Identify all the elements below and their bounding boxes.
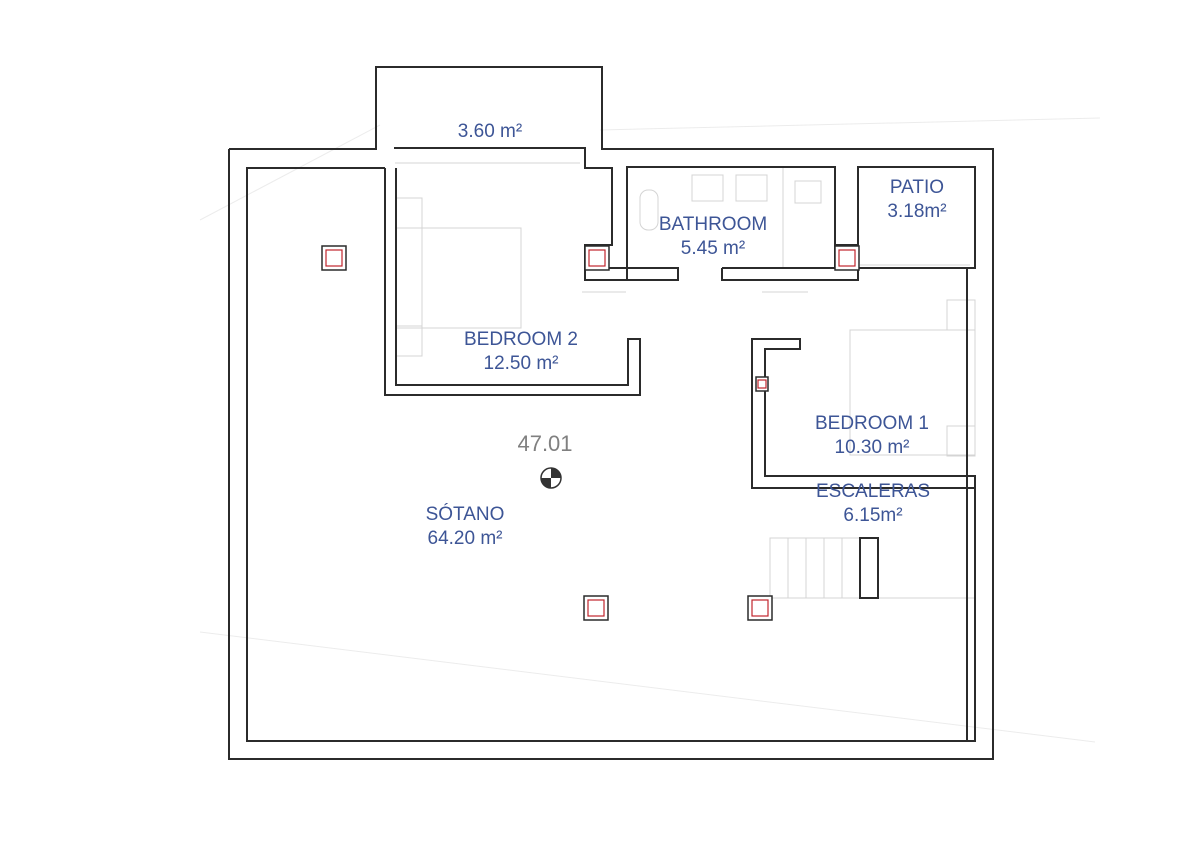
room-escaleras: ESCALERAS 6.15m² bbox=[816, 480, 930, 528]
room-area: 5.45 m² bbox=[680, 238, 746, 259]
furniture bbox=[395, 162, 976, 599]
room-area-terrace: 3.60 m² bbox=[457, 121, 523, 142]
column bbox=[321, 245, 347, 271]
column bbox=[755, 376, 769, 392]
room-name: ESCALERAS bbox=[815, 481, 931, 502]
room-name: SÓTANO bbox=[425, 504, 505, 525]
room-name: BEDROOM 1 bbox=[814, 413, 930, 434]
room-name: BEDROOM 2 bbox=[463, 329, 579, 350]
room-patio: PATIO 3.18m² bbox=[887, 176, 946, 224]
room-area: 64.20 m² bbox=[427, 528, 503, 549]
room-area: 10.30 m² bbox=[834, 437, 910, 458]
level-marker-icon bbox=[540, 467, 562, 489]
column bbox=[583, 595, 609, 621]
room-bedroom-1: BEDROOM 1 10.30 m² bbox=[815, 412, 929, 460]
room-bathroom: BATHROOM 5.45 m² bbox=[659, 213, 767, 261]
columns bbox=[321, 245, 860, 621]
column bbox=[584, 245, 610, 271]
column bbox=[834, 245, 860, 271]
room-area: 3.18m² bbox=[887, 201, 947, 222]
room-area: 12.50 m² bbox=[483, 353, 559, 374]
background-guides bbox=[199, 117, 1101, 743]
level-mark: 47.01 bbox=[517, 431, 573, 456]
room-area: 6.15m² bbox=[843, 505, 903, 526]
room-name: BATHROOM bbox=[658, 214, 768, 235]
room-name: PATIO bbox=[889, 177, 945, 198]
stairs bbox=[769, 537, 879, 599]
room-bedroom-2: BEDROOM 2 12.50 m² bbox=[464, 328, 578, 376]
walls bbox=[228, 66, 994, 760]
column bbox=[747, 595, 773, 621]
room-sotano: SÓTANO 64.20 m² bbox=[426, 503, 505, 551]
